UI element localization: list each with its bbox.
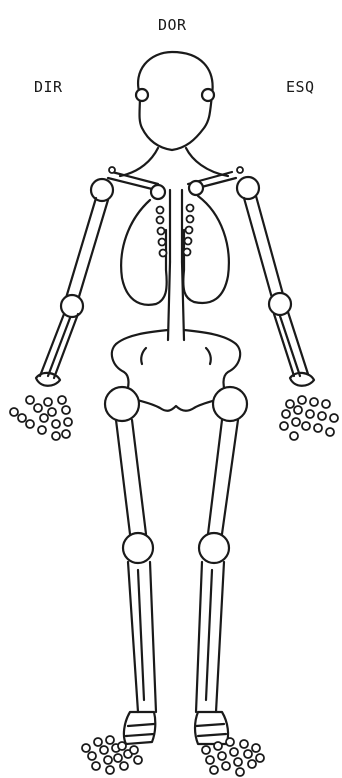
acromion-right: [109, 167, 115, 173]
forearm-left: [274, 312, 308, 376]
obturator-left: [206, 348, 211, 364]
acromion-left: [237, 167, 243, 173]
costal-joints: [157, 205, 194, 257]
neck: [120, 148, 158, 176]
hand-joints-left: [280, 396, 338, 440]
shoulder-right: [91, 179, 113, 201]
wrist-left: [290, 373, 314, 386]
hand-joints-right: [10, 396, 72, 440]
hip-right: [105, 387, 139, 421]
humerus-left: [244, 196, 284, 298]
sternoclavicular-left: [189, 181, 203, 195]
jaw-joint-right: [136, 89, 148, 101]
forearm-right: [40, 314, 78, 378]
lumbar-spine: [168, 262, 184, 340]
tibia-left: [196, 562, 224, 712]
obturator-right: [141, 348, 146, 364]
spine-upper: [170, 190, 182, 262]
rib-cage: [121, 196, 229, 305]
foot-right: [124, 712, 155, 744]
foot-left: [195, 712, 228, 744]
knee-left: [199, 533, 229, 563]
toe-joints-right: [82, 736, 142, 774]
humerus-right: [66, 198, 108, 300]
femur-right: [116, 420, 146, 534]
skull: [138, 52, 213, 150]
tibia-right: [128, 562, 156, 712]
sternoclavicular-right: [151, 185, 165, 199]
hip-left: [213, 387, 247, 421]
femur-left: [208, 420, 238, 534]
neck-left: [186, 148, 228, 176]
clavicle-right: [108, 172, 158, 190]
knee-right: [123, 533, 153, 563]
jaw-joint-left: [202, 89, 214, 101]
